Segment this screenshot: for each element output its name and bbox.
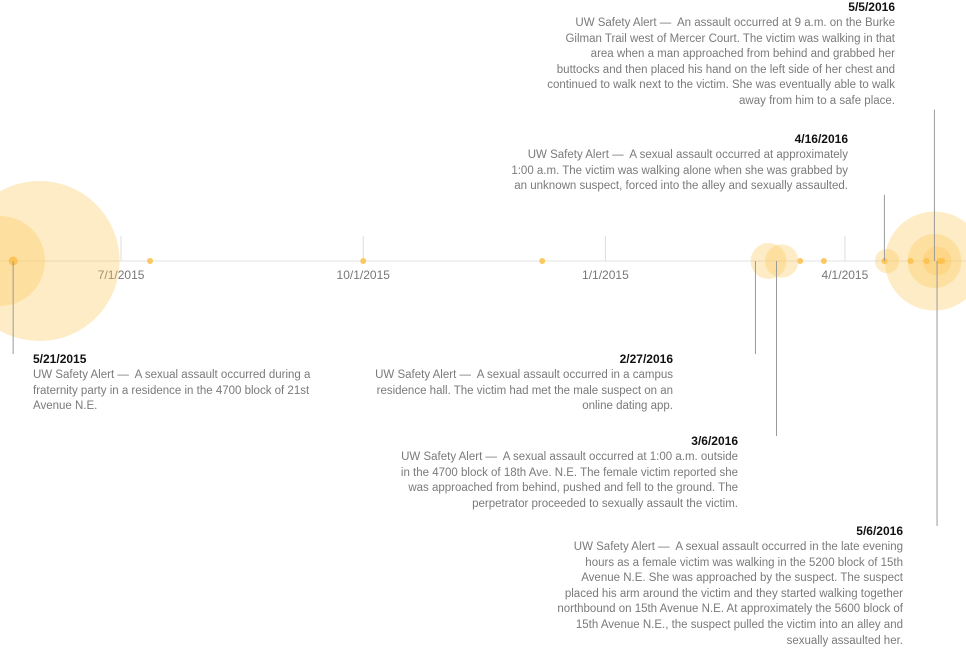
annotation-text: A sexual assault occurred at 1:00 a.m. o… <box>400 451 738 510</box>
annotation-source: UW Safety Alert <box>573 541 655 553</box>
annotation-source: UW Safety Alert <box>527 149 609 161</box>
tick-label: 4/1/2015 <box>822 268 869 282</box>
annotation-text: A sexual assault occurred in the late ev… <box>557 541 903 647</box>
incident-dot <box>539 258 546 264</box>
annotation-3-6-2016: 3/6/2016 UW Safety Alert — A sexual assa… <box>392 434 738 512</box>
incident-bubble <box>0 216 45 306</box>
incident-dot <box>939 258 946 264</box>
leader-line-group <box>12 109 938 526</box>
dot-group <box>8 256 946 266</box>
annotation-text: A sexual assault occurred at approximate… <box>511 149 848 193</box>
annotation-source: UW Safety Alert <box>401 451 483 463</box>
tick-label: 7/1/2015 <box>98 268 145 282</box>
annotation-date: 5/21/2015 <box>33 352 87 366</box>
annotation-date: 5/5/2016 <box>848 0 895 14</box>
tick-label: 10/1/2015 <box>337 268 391 282</box>
annotation-date: 2/27/2016 <box>619 352 673 366</box>
tick-group: 7/1/2015 10/1/2015 1/1/2015 4/1/2015 <box>98 236 869 282</box>
annotation-source: UW Safety Alert <box>33 369 115 381</box>
incident-bubble <box>0 180 120 342</box>
incident-dot <box>360 258 367 264</box>
incident-bubble <box>750 243 787 279</box>
annotation-text: A sexual assault occurred in a campus re… <box>376 369 673 413</box>
annotation-source: UW Safety Alert <box>375 369 457 381</box>
incident-dot <box>907 258 914 264</box>
annotation-text: A sexual assault occurred during a frate… <box>33 369 311 413</box>
annotation-date: 4/16/2016 <box>794 132 848 146</box>
incident-dot <box>820 258 827 264</box>
incident-bubble <box>765 244 799 278</box>
annotation-date: 5/6/2016 <box>856 524 903 538</box>
incident-dot <box>147 258 154 264</box>
annotation-4-16-2016: 4/16/2016 UW Safety Alert — A sexual ass… <box>503 132 848 195</box>
annotation-5-21-2015: 5/21/2015 UW Safety Alert — A sexual ass… <box>33 352 328 415</box>
annotation-text: An assault occurred at 9 a.m. on the Bur… <box>547 17 895 107</box>
incident-dot <box>923 258 930 264</box>
annotation-2-27-2016: 2/27/2016 UW Safety Alert — A sexual ass… <box>358 352 673 415</box>
tick-label: 1/1/2015 <box>582 268 629 282</box>
annotation-5-6-2016: 5/6/2016 UW Safety Alert — A sexual assa… <box>553 524 903 649</box>
incident-dot <box>797 258 804 264</box>
annotation-5-5-2016: 5/5/2016 UW Safety Alert — An assault oc… <box>545 0 895 110</box>
annotation-source: UW Safety Alert <box>575 17 657 29</box>
annotation-date: 3/6/2016 <box>691 434 738 448</box>
